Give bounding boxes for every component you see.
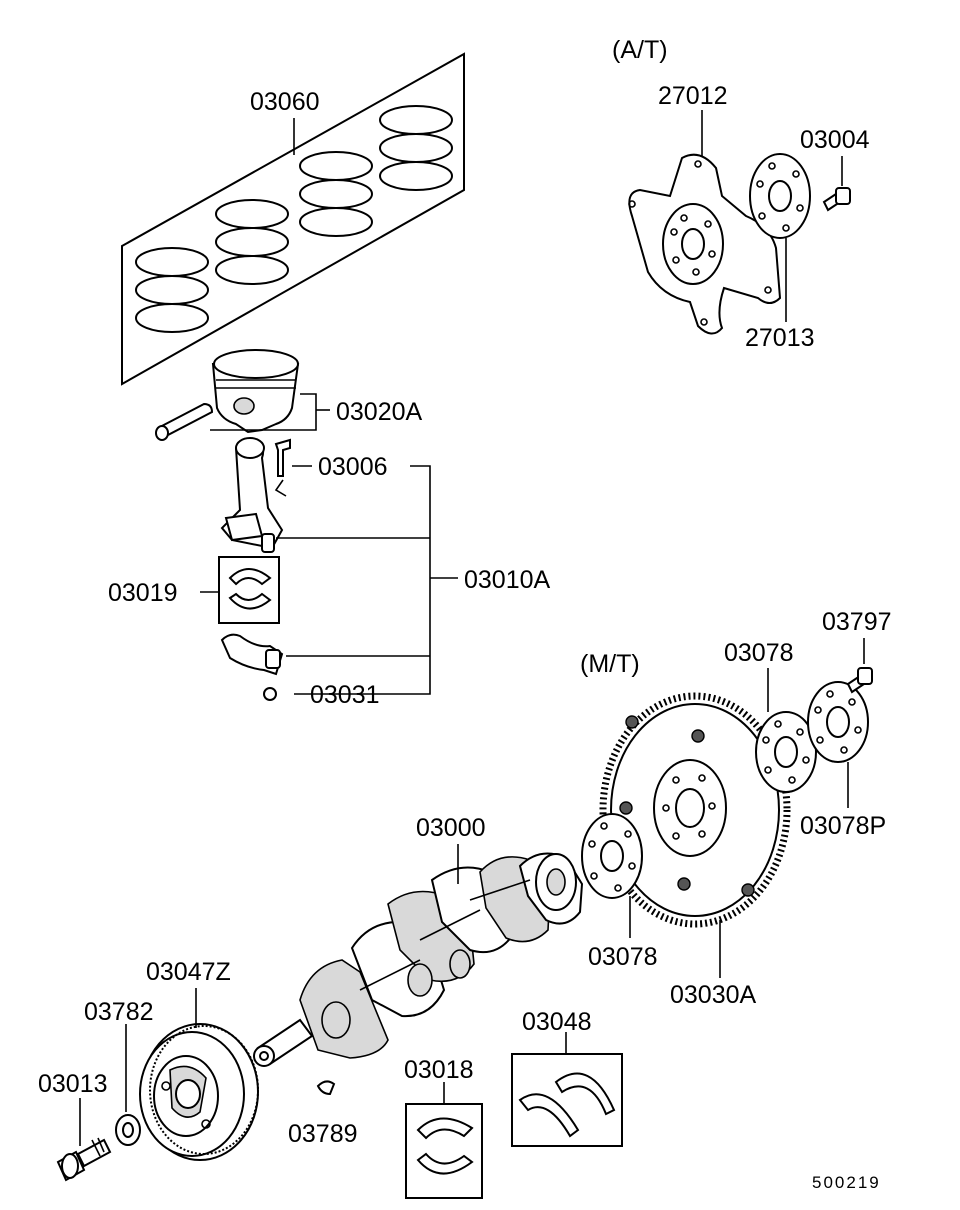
- label-main-bearing: 03018: [404, 1056, 474, 1084]
- label-drive-plate-bolt: 03004: [800, 126, 870, 154]
- main-bearing[interactable]: 03018: [404, 1056, 483, 1199]
- thrust-bearing[interactable]: 03048: [511, 1008, 623, 1147]
- flywheel-adapter-plate: [755, 711, 817, 793]
- drive-plate: [628, 153, 782, 335]
- ring-group-4: [379, 105, 453, 191]
- diagram-code: 500219: [812, 1173, 881, 1192]
- connecting-rod[interactable]: 03006 03010A 03019 03031: [108, 437, 551, 709]
- label-automatic: (A/T): [612, 36, 668, 64]
- label-piston-ring-set: 03060: [250, 88, 320, 116]
- label-drive-plate: 27012: [658, 82, 728, 110]
- label-flywheel-adapter-plate: 03078: [724, 639, 794, 667]
- label-connecting-rod-assy: 03010A: [464, 566, 551, 594]
- label-damper-pulley: 03047Z: [146, 958, 231, 986]
- label-rod-bearing: 03019: [108, 579, 178, 607]
- piston[interactable]: 03020A: [155, 349, 423, 441]
- ring-group-1: [135, 247, 209, 333]
- ring-group-3: [299, 151, 373, 237]
- label-flywheel-bolt: 03797: [822, 608, 892, 636]
- pulley-bolt[interactable]: 03013: [38, 1070, 112, 1182]
- flywheel-bolt: [846, 667, 873, 694]
- ring-set-box: [121, 52, 465, 386]
- label-pulley-bolt: 03013: [38, 1070, 108, 1098]
- rod-nut: [263, 687, 277, 701]
- manual-transmission-group[interactable]: (M/T) 03030A: [580, 608, 892, 1009]
- label-flywheel-plate-p: 03078P: [800, 812, 886, 840]
- label-thrust-bearing: 03048: [522, 1008, 592, 1036]
- flywheel-plate-p: [807, 681, 869, 763]
- ring-group-2: [215, 199, 289, 285]
- label-crankshaft: 03000: [416, 814, 486, 842]
- label-manual: (M/T): [580, 650, 640, 678]
- pulley-washer[interactable]: 03782: [84, 998, 154, 1146]
- label-woodruff-key: 03789: [288, 1120, 358, 1148]
- flywheel: [599, 692, 791, 928]
- flywheel-rear-plate: [581, 813, 643, 899]
- damper-pulley[interactable]: 03047Z: [139, 958, 259, 1161]
- rod-cap: [220, 633, 284, 676]
- label-pulley-washer: 03782: [84, 998, 154, 1026]
- label-piston: 03020A: [336, 398, 423, 426]
- rod-bolt: [274, 438, 291, 497]
- label-drive-plate-adapter: 27013: [745, 324, 815, 352]
- crankshaft[interactable]: 03000: [253, 814, 584, 1067]
- woodruff-key[interactable]: 03789: [288, 1080, 358, 1148]
- label-rod-nut: 03031: [310, 681, 380, 709]
- label-flywheel-rear-plate: 03078: [588, 943, 658, 971]
- label-rod-bolt: 03006: [318, 453, 388, 481]
- piston-ring-set[interactable]: 03060: [121, 52, 465, 386]
- drive-plate-adapter: [749, 153, 811, 239]
- rod-bearing: [218, 556, 280, 624]
- automatic-transmission-group[interactable]: (A/T) 27012 27: [612, 36, 870, 352]
- drive-plate-bolt: [822, 187, 851, 212]
- label-flywheel: 03030A: [670, 981, 757, 1009]
